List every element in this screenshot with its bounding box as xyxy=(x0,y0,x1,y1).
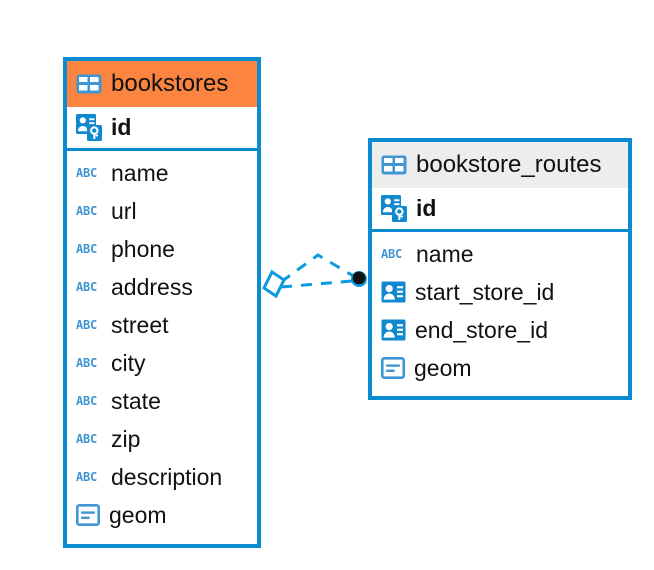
geometry-icon xyxy=(380,356,405,379)
field-label: state xyxy=(111,387,161,414)
abc-icon-text: ABC xyxy=(76,356,98,370)
field-label: name xyxy=(416,240,474,267)
abc-icon-text: ABC xyxy=(76,166,98,180)
abc-icon-text: ABC xyxy=(76,280,98,294)
abc-icon-text: ABC xyxy=(76,432,98,446)
field-label: url xyxy=(111,197,137,224)
field-label: name xyxy=(111,159,169,186)
abc-icon-text: ABC xyxy=(76,242,98,256)
field-row[interactable]: ABC city xyxy=(67,344,257,382)
field-label: description xyxy=(111,463,223,490)
entity-header-bookstores[interactable]: bookstores xyxy=(67,61,257,107)
field-row[interactable]: ABC address xyxy=(67,268,257,306)
field-row[interactable]: ABC name xyxy=(372,235,628,273)
abc-icon-text: ABC xyxy=(381,247,403,261)
field-row[interactable]: ABC description xyxy=(67,458,257,496)
abc-icon-text: ABC xyxy=(76,204,98,218)
abc-icon: ABC xyxy=(76,394,102,408)
abc-icon: ABC xyxy=(381,247,407,261)
field-row[interactable]: start_store_id xyxy=(372,273,628,311)
field-label: end_store_id xyxy=(415,316,548,343)
abc-icon: ABC xyxy=(76,470,102,484)
entity-header-bookstore-routes[interactable]: bookstore_routes xyxy=(372,142,628,188)
field-row[interactable]: ABC url xyxy=(67,192,257,230)
foreign-key-icon xyxy=(381,281,406,303)
relationship-source-marker-diamond xyxy=(262,269,286,299)
entity-bookstores[interactable]: bookstores id xyxy=(63,57,261,548)
abc-icon: ABC xyxy=(76,356,102,370)
field-label: phone xyxy=(111,235,175,262)
field-label-id: id xyxy=(416,195,437,221)
field-row[interactable]: geom xyxy=(372,349,628,387)
primary-key-row[interactable]: id xyxy=(67,107,257,151)
field-row[interactable]: ABC street xyxy=(67,306,257,344)
abc-icon: ABC xyxy=(76,166,102,180)
relationship-line-end-store-id xyxy=(280,279,353,289)
entity-bookstore-routes[interactable]: bookstore_routes id xyxy=(368,138,632,400)
field-label: start_store_id xyxy=(415,278,555,305)
field-label: city xyxy=(111,349,146,376)
field-row[interactable]: ABC name xyxy=(67,154,257,192)
primary-key-icon xyxy=(381,195,407,222)
abc-icon: ABC xyxy=(76,318,102,332)
field-row[interactable]: ABC phone xyxy=(67,230,257,268)
relationship-target-marker-circle xyxy=(351,271,367,287)
abc-icon: ABC xyxy=(76,280,102,294)
field-label: geom xyxy=(109,501,167,528)
field-row[interactable]: end_store_id xyxy=(372,311,628,349)
abc-icon: ABC xyxy=(76,204,102,218)
relationship-line-start-store-id xyxy=(280,253,356,284)
abc-icon: ABC xyxy=(76,242,102,256)
field-label-id: id xyxy=(111,114,132,140)
entity-title: bookstore_routes xyxy=(416,151,602,178)
field-label: geom xyxy=(414,354,472,381)
table-icon xyxy=(381,155,407,175)
entity-title: bookstores xyxy=(111,70,229,97)
geometry-icon xyxy=(75,503,100,526)
foreign-key-icon xyxy=(381,319,406,341)
abc-icon: ABC xyxy=(76,432,102,446)
field-list: ABC name ABC url ABC phone AB xyxy=(67,151,257,534)
table-icon xyxy=(76,74,102,94)
abc-icon-text: ABC xyxy=(76,394,98,408)
primary-key-icon xyxy=(76,114,102,141)
field-label: zip xyxy=(111,425,141,452)
primary-key-row[interactable]: id xyxy=(372,188,628,232)
field-label: address xyxy=(111,273,193,300)
field-list: ABC name start_store_id xyxy=(372,232,628,387)
field-row[interactable]: ABC zip xyxy=(67,420,257,458)
abc-icon-text: ABC xyxy=(76,470,98,484)
abc-icon-text: ABC xyxy=(76,318,98,332)
field-label: street xyxy=(111,311,169,338)
field-row[interactable]: ABC state xyxy=(67,382,257,420)
field-row[interactable]: geom xyxy=(67,496,257,534)
